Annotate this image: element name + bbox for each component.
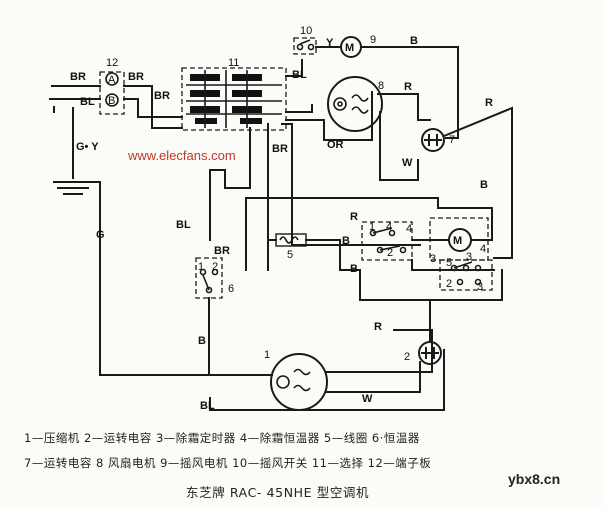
terminal-board-12: A B	[99, 71, 125, 115]
compressor-1	[209, 329, 445, 411]
svg-text:B: B	[410, 35, 418, 47]
svg-text:5: 5	[287, 249, 293, 261]
svg-text:BL: BL	[176, 219, 191, 231]
svg-text:2: 2	[387, 247, 393, 259]
svg-text:2: 2	[446, 278, 452, 290]
site-mark: ybx8.cn	[508, 471, 561, 487]
svg-text:BR: BR	[154, 90, 170, 102]
svg-text:12: 12	[106, 57, 118, 69]
svg-text:R: R	[485, 97, 493, 109]
run-capacitor-2	[418, 299, 442, 365]
svg-text:6: 6	[228, 283, 234, 295]
svg-text:11: 11	[228, 57, 239, 69]
svg-text:BR: BR	[272, 143, 288, 155]
svg-text:B: B	[198, 335, 206, 347]
run-capacitor-7	[421, 106, 513, 259]
svg-text:R: R	[374, 321, 382, 333]
svg-text:2: 2	[404, 351, 410, 363]
svg-text:OR: OR	[327, 139, 344, 151]
svg-text:G• Y: G• Y	[76, 141, 99, 153]
svg-text:Y: Y	[326, 37, 334, 49]
svg-text:W: W	[362, 393, 373, 405]
svg-text:G: G	[96, 229, 105, 241]
svg-text:4: 4	[386, 221, 392, 233]
selector-switch-11	[181, 67, 287, 131]
legend-line-2: 7—运转电容 8 风扇电机 9—摇风电机 10—摇风开关 11—选择 12—端子…	[24, 456, 432, 470]
svg-text:1: 1	[198, 261, 204, 273]
svg-text:4: 4	[480, 243, 486, 255]
defrost-motor: M	[245, 197, 495, 271]
svg-text:4: 4	[406, 223, 412, 235]
swing-switch-10	[293, 37, 317, 55]
svg-text:BR: BR	[128, 71, 144, 83]
defrost-timer-3: 1 2	[361, 221, 413, 261]
svg-text:M: M	[453, 235, 462, 247]
coil-5	[267, 233, 503, 301]
watermark: www.elecfans.com	[127, 148, 236, 163]
svg-text:R: R	[404, 81, 412, 93]
svg-text:R: R	[350, 211, 358, 223]
diagram-caption: 东芝牌 RAC- 45NHE 型空调机	[186, 485, 370, 500]
svg-text:3: 3	[430, 253, 436, 265]
svg-text:5: 5	[446, 257, 452, 269]
supply-lines	[49, 85, 211, 376]
terminal-b-label: B	[108, 95, 115, 107]
svg-text:10: 10	[300, 25, 312, 37]
svg-text:BR: BR	[70, 71, 86, 83]
svg-text:2: 2	[212, 261, 218, 273]
svg-text:7: 7	[449, 134, 455, 146]
svg-text:B: B	[342, 235, 350, 247]
svg-text:3: 3	[477, 281, 483, 293]
swing-motor-9: M	[315, 36, 459, 139]
defrost-thermostat-4	[439, 259, 493, 291]
svg-text:3: 3	[466, 251, 472, 263]
component-numbers: 1 2 3 3 4 5 6 7 8 9 10 11 12 1 2 4 5 2 3…	[106, 25, 486, 363]
svg-text:BL: BL	[80, 96, 95, 108]
svg-text:BL: BL	[200, 400, 215, 412]
svg-text:B: B	[350, 263, 358, 275]
svg-text:8: 8	[378, 80, 384, 92]
wire-labels: BR BR BL G• Y G BR BL Y B R OR R W BR B …	[70, 35, 493, 412]
svg-text:M: M	[345, 42, 354, 54]
fan-motor-8	[327, 76, 431, 181]
svg-text:BL: BL	[292, 69, 307, 81]
svg-text:W: W	[402, 157, 413, 169]
svg-text:B: B	[480, 179, 488, 191]
svg-text:1: 1	[264, 349, 270, 361]
terminal-a-label: A	[108, 74, 116, 86]
legend-line-1: 1—压缩机 2—运转电容 3—除霜定时器 4—除霜恒温器 5—线圈 6·恒温器	[24, 431, 420, 445]
svg-text:1: 1	[369, 221, 375, 233]
svg-text:9: 9	[370, 34, 376, 46]
svg-text:BR: BR	[214, 245, 230, 257]
thermostat-6	[195, 257, 223, 376]
